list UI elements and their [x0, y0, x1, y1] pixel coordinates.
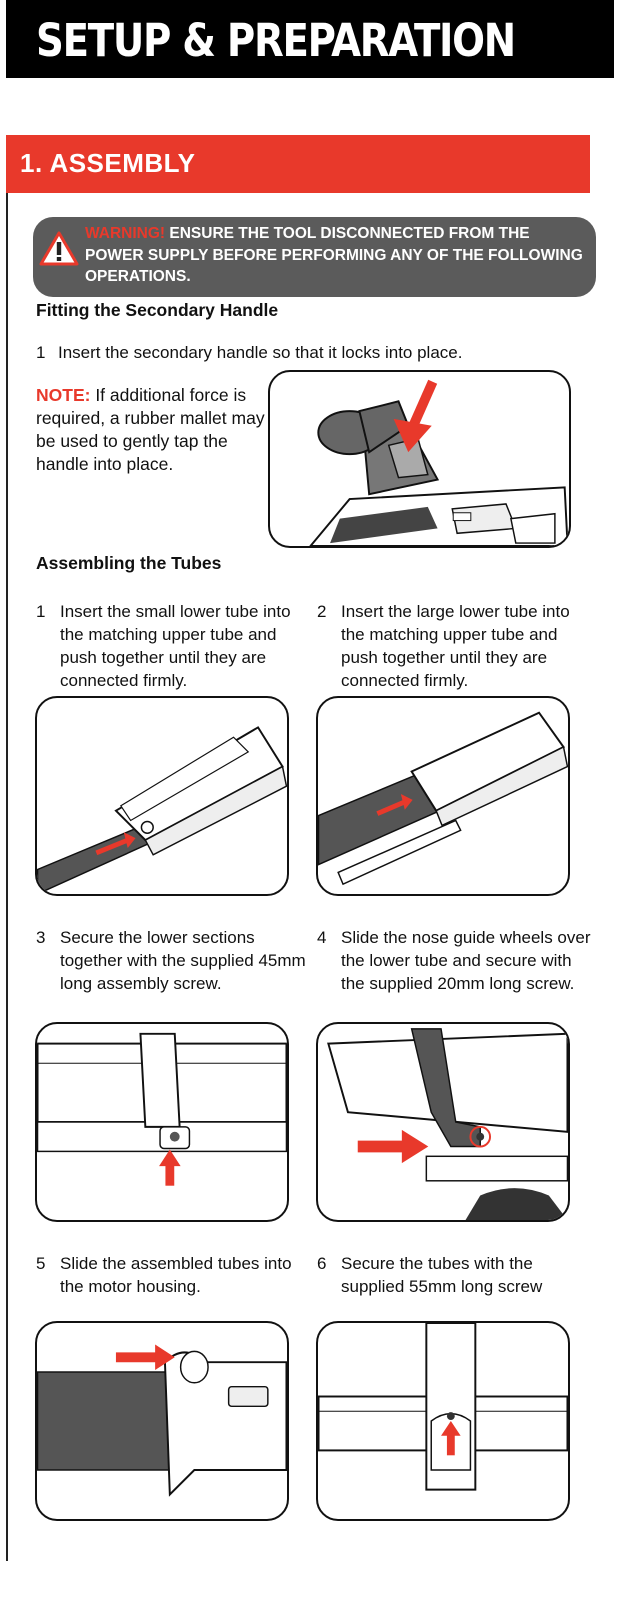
page-title: SETUP & PREPARATION — [36, 14, 516, 67]
handle-note: NOTE: If additional force is required, a… — [36, 384, 266, 476]
step-6-illustration — [316, 1321, 570, 1521]
step-3-illustration — [35, 1022, 289, 1222]
step-number: 3 — [36, 928, 46, 947]
step-text: Secure the lower sections together with … — [60, 928, 306, 993]
section-side-rule — [6, 135, 8, 1561]
step-number: 6 — [317, 1254, 327, 1273]
step-1-illustration — [35, 696, 289, 896]
handle-heading: Fitting the Secondary Handle — [36, 300, 279, 320]
warning-body: ENSURE THE TOOL DISCONNECTED FROM THE PO… — [85, 225, 583, 285]
step-4-illustration — [316, 1022, 570, 1222]
step-number: 4 — [317, 928, 327, 947]
step-text: Secure the tubes with the supplied 55mm … — [341, 1254, 543, 1296]
step-5-illustration — [35, 1321, 289, 1521]
section-title: 1. ASSEMBLY — [20, 148, 196, 178]
step-text: Insert the large lower tube into the mat… — [341, 602, 570, 690]
warning-label: WARNING! — [85, 225, 166, 242]
step-number: 5 — [36, 1254, 46, 1273]
step-2-illustration — [316, 696, 570, 896]
warning-triangle-icon — [39, 231, 79, 266]
step-number: 2 — [317, 602, 327, 621]
page-header-bar: SETUP & PREPARATION — [6, 0, 614, 78]
note-label: NOTE: — [36, 385, 91, 405]
handle-step-text: Insert the secondary handle so that it l… — [58, 343, 463, 362]
warning-box: WARNING! ENSURE THE TOOL DISCONNECTED FR… — [33, 217, 596, 297]
section-header-bar: 1. ASSEMBLY — [6, 135, 590, 193]
step-text: Slide the assembled tubes into the motor… — [60, 1254, 292, 1296]
step-number: 1 — [36, 602, 46, 621]
handle-illustration — [268, 370, 571, 548]
tubes-heading: Assembling the Tubes — [36, 553, 222, 573]
handle-step-number: 1 — [36, 343, 46, 362]
step-text: Slide the nose guide wheels over the low… — [341, 928, 591, 993]
step-text: Insert the small lower tube into the mat… — [60, 602, 291, 690]
note-text: If additional force is required, a rubbe… — [36, 385, 265, 474]
warning-text: WARNING! ENSURE THE TOOL DISCONNECTED FR… — [85, 223, 585, 288]
